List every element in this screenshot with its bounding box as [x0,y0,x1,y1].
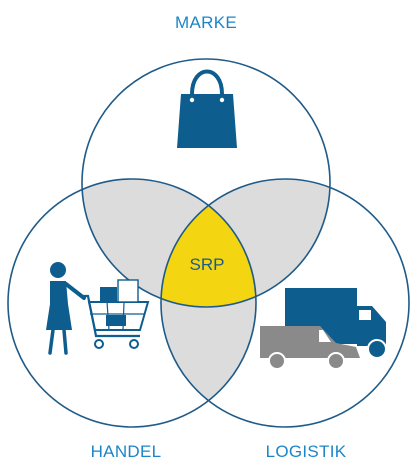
circle-marke [81,58,331,308]
shopping-bag-icon [177,69,237,148]
overlap-center [161,179,256,307]
delivery-vehicles-icon [260,288,387,370]
circle-logistik [160,178,410,428]
shopper-with-cart-icon [46,262,150,355]
set-label-marke: MARKE [175,13,237,32]
circle-handel [7,178,257,428]
set-label-logistik: LOGISTIK [266,442,347,461]
set-label-handel: HANDEL [91,442,162,461]
center-label: SRP [190,255,225,274]
